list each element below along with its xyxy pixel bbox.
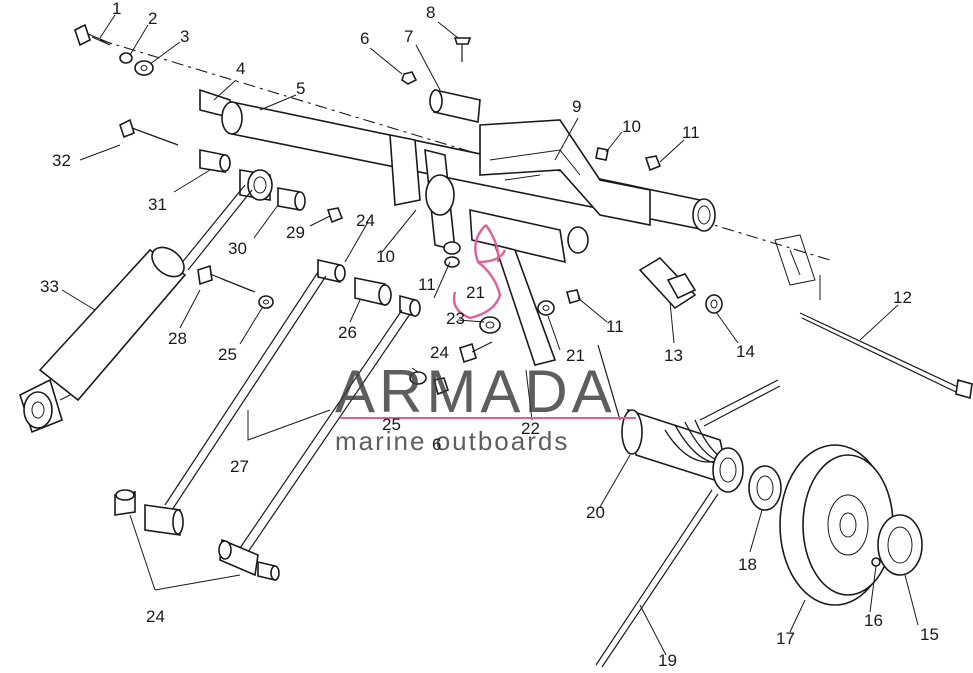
adjuster-assembly (638, 256, 973, 400)
callout-11-top: 11 (682, 123, 700, 142)
callout-25-mid: 25 (382, 415, 401, 434)
spring-assembly (595, 344, 782, 668)
callout-23: 23 (446, 309, 465, 328)
callout-25-left: 25 (218, 345, 237, 364)
callout-26: 26 (338, 323, 357, 342)
armada-watermark: ARMADA marine outboards (335, 224, 636, 456)
callout-18: 18 (738, 555, 757, 574)
callout-labels: 1 2 3 4 5 6 7 8 9 10 10 11 11 11 12 13 1… (40, 0, 939, 670)
callout-13: 13 (664, 346, 683, 365)
callout-11-right: 11 (606, 317, 624, 336)
callout-14: 14 (736, 342, 755, 361)
rear-cross-shaft (99, 39, 831, 261)
leader-lines (61, 14, 919, 656)
watermark-tagline: marine outboards (335, 426, 569, 456)
idler-wheel (779, 444, 923, 606)
callout-16: 16 (864, 611, 883, 630)
callout-20: 20 (586, 503, 605, 522)
callout-31: 31 (148, 195, 167, 214)
callout-11-mid: 11 (418, 275, 436, 294)
callout-32: 32 (52, 151, 71, 170)
callout-30: 30 (228, 239, 247, 258)
callout-12: 12 (893, 288, 912, 307)
left-bolt (197, 264, 274, 309)
callout-8: 8 (426, 3, 435, 22)
callout-3: 3 (180, 27, 189, 46)
top-left-hardware (74, 23, 472, 146)
callout-7: 7 (404, 27, 413, 46)
callout-17: 17 (776, 629, 795, 648)
callout-21-left: 21 (466, 283, 485, 302)
callout-21-right: 21 (566, 346, 585, 365)
callout-22: 22 (521, 419, 540, 438)
callout-15: 15 (920, 625, 939, 644)
callout-1: 1 (112, 0, 121, 18)
watermark-brand: ARMADA (335, 358, 616, 425)
callout-29: 29 (286, 223, 305, 242)
bushings (199, 149, 421, 318)
callout-4: 4 (236, 59, 245, 78)
callout-10-top: 10 (622, 117, 641, 136)
torque-arms (114, 271, 411, 582)
callout-33: 33 (40, 277, 59, 296)
callout-24-mid: 24 (430, 343, 449, 362)
center-hardware (409, 147, 662, 396)
callout-5: 5 (296, 79, 305, 98)
shock-absorber (19, 184, 253, 434)
callout-27: 27 (230, 457, 249, 476)
callout-10-mid: 10 (376, 247, 395, 266)
callout-28: 28 (168, 329, 187, 348)
callout-24-bottom: 24 (146, 607, 165, 626)
callout-24-top: 24 (356, 211, 375, 230)
callout-6-mid: 6 (432, 435, 441, 454)
callout-2: 2 (148, 9, 157, 28)
callout-9: 9 (572, 97, 581, 116)
callout-19: 19 (658, 651, 677, 670)
center-frame (389, 119, 821, 366)
callout-6: 6 (360, 29, 369, 48)
